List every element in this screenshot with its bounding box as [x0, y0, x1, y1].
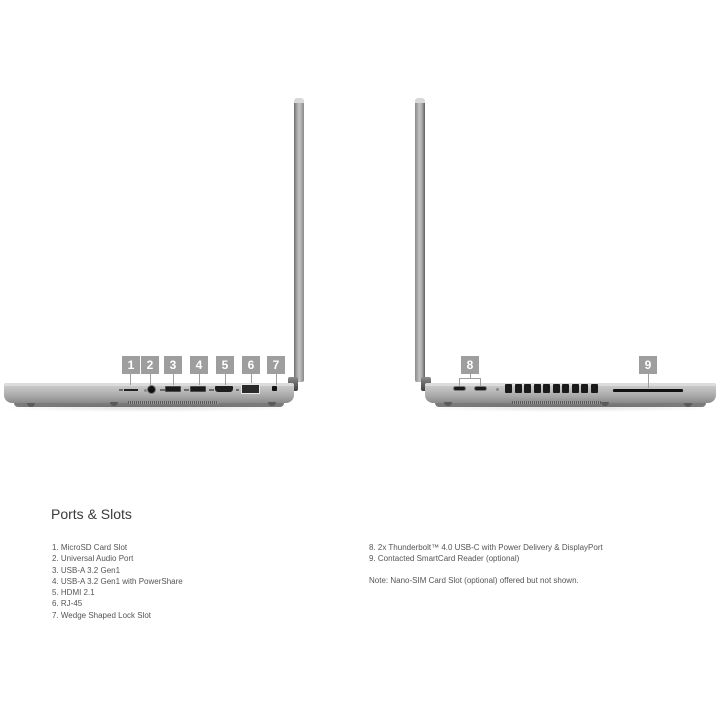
- shadow: [0, 404, 300, 412]
- sd-card-icon: [119, 389, 123, 391]
- thunderbolt-usb-c-port-2: [474, 386, 487, 391]
- foot: [684, 403, 692, 407]
- foot: [110, 402, 118, 406]
- usb-icon: [184, 389, 189, 391]
- badge-7: 7: [267, 356, 285, 374]
- badge-5: 5: [216, 356, 234, 374]
- list-item: 5. HDMI 2.1: [52, 588, 95, 598]
- vent-slot: [524, 384, 531, 393]
- vent-slot: [543, 384, 550, 393]
- vent-slot: [572, 384, 579, 393]
- laptop-base-right: [425, 383, 716, 407]
- list-item: 4. USB-A 3.2 Gen1 with PowerShare: [52, 576, 183, 586]
- vent-slot: [534, 384, 541, 393]
- badge-leader-6: [251, 374, 252, 383]
- ports-list-left: 1. MicroSD Card Slot 2. Universal Audio …: [52, 542, 183, 621]
- foot: [601, 402, 609, 406]
- ethernet-icon: [236, 389, 239, 391]
- list-item: 7. Wedge Shaped Lock Slot: [52, 610, 152, 620]
- list-item: 9. Contacted SmartCard Reader (optional): [369, 554, 520, 564]
- usb-a-port-2-powershare: [190, 386, 206, 392]
- laptop-lid-right: [415, 98, 425, 382]
- badge-leader-1: [130, 374, 131, 385]
- bottom-grille-right: [512, 401, 602, 404]
- vent-slot: [515, 384, 522, 393]
- usb-icon: [160, 389, 165, 391]
- rj45-port: [241, 384, 260, 394]
- hdmi-icon: [209, 389, 214, 391]
- thunderbolt-usb-c-port-1: [453, 386, 466, 391]
- note-text: Note: Nano-SIM Card Slot (optional) offe…: [369, 576, 579, 585]
- vent-slot: [591, 384, 598, 393]
- base-top-edge: [4, 383, 294, 386]
- ports-list-right: 8. 2x Thunderbolt™ 4.0 USB-C with Power …: [369, 542, 603, 565]
- badge-6: 6: [242, 356, 260, 374]
- badge-2: 2: [141, 356, 159, 374]
- foot: [268, 402, 276, 406]
- badge-leader-2: [150, 374, 151, 385]
- smartcard-reader-slot: [613, 389, 683, 392]
- hdmi-port: [215, 386, 233, 392]
- badge-leader-9: [648, 374, 649, 388]
- badge-leader-5: [225, 374, 226, 385]
- badge-leader-7: [276, 374, 277, 385]
- bottom-grille-left: [128, 401, 218, 404]
- status-led: [496, 388, 499, 391]
- audio-icon: [144, 389, 147, 392]
- wedge-lock-slot: [272, 386, 277, 391]
- universal-audio-port: [148, 386, 155, 393]
- section-title: Ports & Slots: [51, 506, 132, 522]
- lid-top-cap: [294, 98, 304, 103]
- list-item: 3. USB-A 3.2 Gen1: [52, 565, 121, 575]
- vent-slot: [562, 384, 569, 393]
- base-bottom-edge: [14, 403, 284, 407]
- badge-leader-3: [173, 374, 174, 385]
- list-item: 8. 2x Thunderbolt™ 4.0 USB-C with Power …: [369, 543, 603, 552]
- laptop-lid-left: [294, 98, 304, 382]
- foot: [27, 403, 35, 407]
- list-item: 1. MicroSD Card Slot: [52, 543, 128, 552]
- foot: [444, 402, 452, 406]
- list-item: 2. Universal Audio Port: [52, 554, 134, 564]
- vent-slot: [581, 384, 588, 393]
- badge-leader-4: [199, 374, 200, 385]
- base-bottom-edge: [435, 403, 706, 407]
- badge-4: 4: [190, 356, 208, 374]
- badge-1: 1: [122, 356, 140, 374]
- badge-bracket-8: [459, 378, 481, 386]
- badge-3: 3: [164, 356, 182, 374]
- badge-8: 8: [461, 356, 479, 374]
- vent-slot: [505, 384, 512, 393]
- shadow: [420, 404, 719, 412]
- badge-9: 9: [639, 356, 657, 374]
- vent-slot: [553, 384, 560, 393]
- base-top-edge: [425, 383, 716, 386]
- microsd-card-slot: [124, 389, 138, 391]
- lid-top-cap: [415, 98, 425, 103]
- usb-a-port-1: [165, 386, 181, 392]
- badge-leader-8: [470, 374, 471, 378]
- list-item: 6. RJ-45: [52, 599, 83, 609]
